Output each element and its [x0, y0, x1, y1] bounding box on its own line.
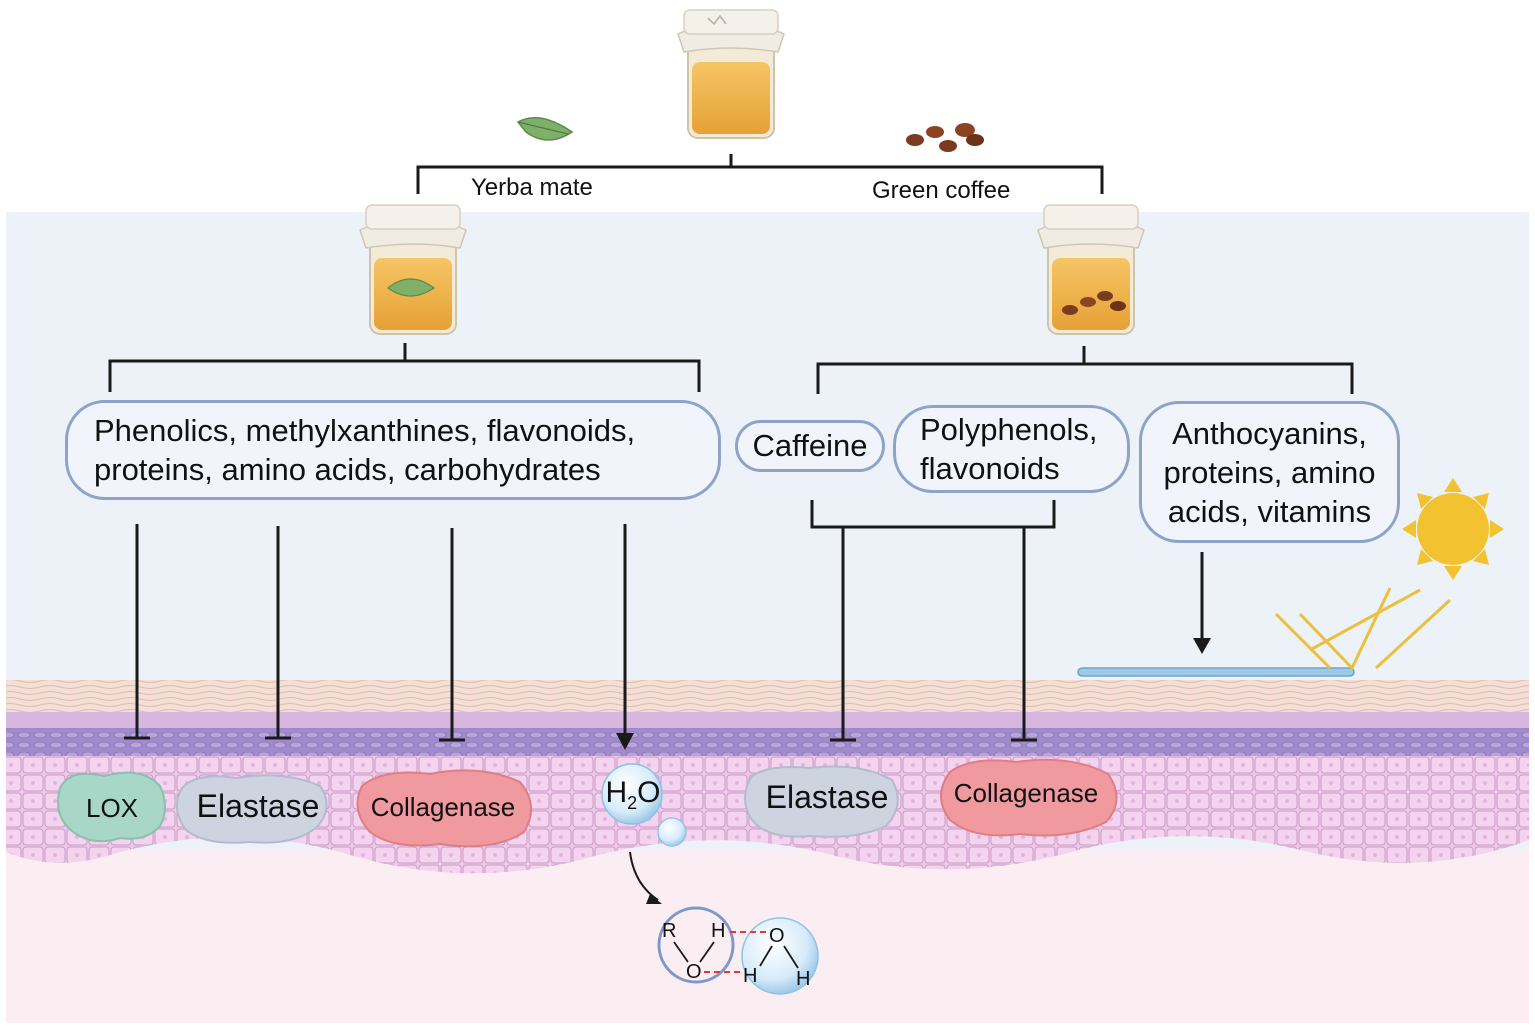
caffeine-polyphenol-join [810, 500, 1056, 529]
oxygen-label-2: O [769, 925, 785, 947]
protective-film [1077, 667, 1355, 677]
yerba-compounds-line2: proteins, amino acids, carbohydrates [94, 452, 601, 487]
coffee-branch-connector [816, 346, 1354, 394]
elastase-blob-2 [744, 765, 899, 838]
coffee-beans-icon [906, 123, 984, 152]
yerba-compounds-box: Phenolics, methylxanthines, flavonoids, … [65, 400, 721, 500]
water-o: O [637, 776, 661, 809]
anthocyanins-box: Anthocyanins, proteins, amino acids, vit… [1139, 401, 1400, 543]
yerba-compounds-line1: Phenolics, methylxanthines, flavonoids, [94, 413, 636, 448]
elastase-label-1: Elastase [196, 788, 320, 824]
granular-layer [6, 712, 1529, 728]
mixed-extract-jar [677, 9, 785, 139]
polyphenols-box: Polyphenols, flavonoids [893, 405, 1130, 493]
yerba-mate-label: Yerba mate [471, 174, 593, 201]
hydrogen-label-1: H [711, 920, 726, 942]
bond-lines [673, 941, 799, 969]
collagenase-blob-2 [940, 758, 1118, 837]
polyphenols-line2: flavonoids [920, 451, 1060, 486]
anthocyanins-line3: acids, vitamins [1167, 493, 1372, 529]
anthocyanins-line1: Anthocyanins, [1172, 415, 1367, 451]
water-label: H2O [598, 776, 668, 814]
inhibit-elastase-2-line [830, 527, 856, 742]
green-coffee-label: Green coffee [872, 177, 1011, 204]
water-molecule-bubble [741, 917, 819, 995]
top-branch-connector [416, 154, 1104, 194]
yerba-branch-connector [108, 343, 701, 392]
collagenase-label-1: Collagenase [370, 792, 516, 822]
hbond-arrowhead [646, 894, 662, 904]
small-bubble [657, 817, 687, 847]
molecule-ring [657, 906, 735, 984]
hydrogen-bonds [704, 931, 768, 973]
polyphenols-line1: Polyphenols, [920, 412, 1098, 447]
hbond-arrow [629, 851, 659, 901]
uv-rays [1274, 587, 1452, 671]
elastase-blob-1 [175, 774, 328, 844]
hydrogen-label-3: H [796, 968, 811, 990]
collagenase-label-2: Collagenase [953, 778, 1099, 808]
caffeine-label: Caffeine [752, 428, 868, 463]
oxygen-label-1: O [686, 961, 702, 983]
basal-layer [6, 728, 1529, 756]
hydration-arrow [616, 524, 634, 750]
yerba-mate-jar [359, 204, 467, 335]
lox-label: LOX [85, 793, 139, 823]
green-coffee-jar [1037, 204, 1145, 335]
collagenase-blob-1 [356, 769, 532, 848]
sun-icon [1402, 478, 1504, 580]
leaf-icon [516, 117, 574, 141]
uv-protection-arrow [1193, 552, 1211, 654]
hydrogen-label-2: H [743, 965, 758, 987]
inhibit-collagenase-line [439, 528, 465, 742]
inhibit-elastase-line [265, 526, 291, 740]
elastase-label-2: Elastase [765, 779, 889, 815]
r-group-label: R [662, 920, 677, 942]
inhibit-collagenase-2-line [1011, 527, 1037, 742]
water-subscript: 2 [627, 793, 638, 813]
anthocyanins-line2: proteins, amino [1163, 454, 1376, 490]
caffeine-box: Caffeine [735, 420, 885, 472]
stratum-corneum [6, 680, 1529, 712]
lox-blob [57, 771, 166, 843]
water-bubble [601, 763, 663, 825]
water-h: H [605, 776, 628, 809]
inhibit-lox-line [124, 524, 150, 740]
